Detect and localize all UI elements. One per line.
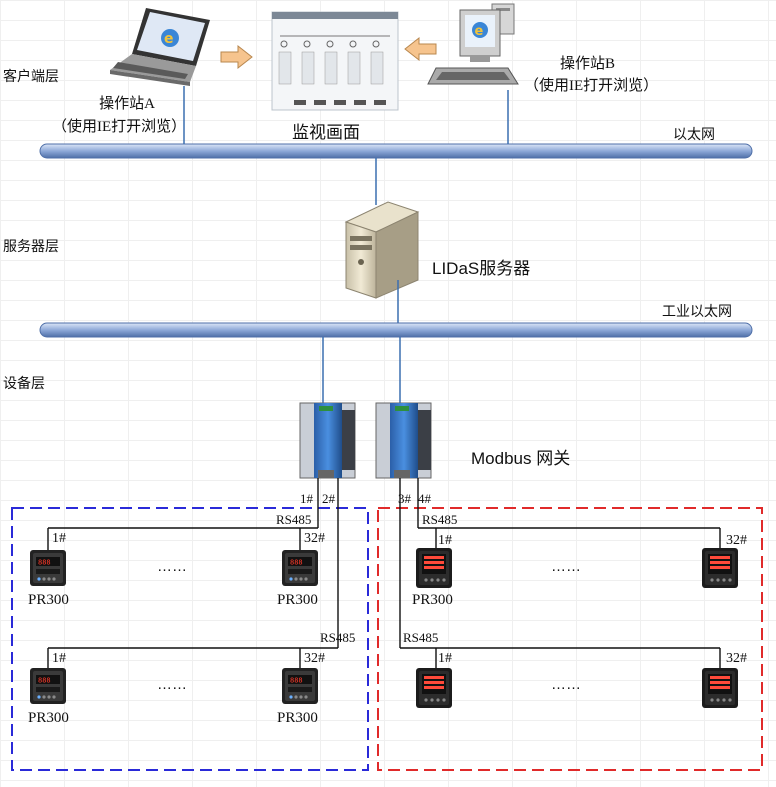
modbus-gateway-1-icon <box>299 402 356 479</box>
laptop-icon: e <box>110 8 210 86</box>
device-model-label: PR300 <box>412 592 453 608</box>
station-b-note: （使用IE打开浏览） <box>524 78 659 94</box>
ethernet-label: 以太网 <box>673 127 715 143</box>
industrial-ethernet-label: 工业以太网 <box>662 304 732 320</box>
pr300-meter-icon <box>282 668 318 704</box>
server-icon <box>344 201 420 299</box>
ellipsis: …… <box>551 558 581 575</box>
svg-text:e: e <box>475 24 484 39</box>
device-index-last: 32# <box>726 651 747 666</box>
device-index-last: 32# <box>304 531 325 546</box>
ellipsis: …… <box>157 676 187 693</box>
monitor-screen-image <box>271 11 399 111</box>
port-label: 1# <box>300 491 313 506</box>
meter-icon <box>702 548 738 588</box>
desktop-computer-icon: e <box>427 3 519 85</box>
station-b-name: 操作站B <box>560 56 616 72</box>
device-model-label: PR300 <box>277 710 318 726</box>
pr300-meter-icon <box>30 550 66 586</box>
port-label: 3# <box>398 491 411 506</box>
ellipsis: …… <box>551 676 581 693</box>
device-model-label: PR300 <box>28 592 69 608</box>
monitor-caption: 监视画面 <box>292 123 360 142</box>
rs485-label: RS485 <box>422 512 458 527</box>
server-label: LIDaS服务器 <box>432 259 531 278</box>
port-label: 4# <box>418 491 431 506</box>
client-layer-label: 客户端层 <box>3 69 59 85</box>
meter-icon <box>702 668 738 708</box>
rs485-label: RS485 <box>276 512 312 527</box>
ellipsis: …… <box>157 558 187 575</box>
svg-text:e: e <box>164 31 174 47</box>
right-device-group <box>377 507 763 771</box>
rs485-wiring <box>47 478 721 668</box>
pr300-meter-icon <box>282 550 318 586</box>
arrow-right-icon <box>220 44 253 70</box>
pr300-meter-icon <box>30 668 66 704</box>
ethernet-bus <box>39 143 753 159</box>
port-label: 2# <box>322 491 335 506</box>
station-a-name: 操作站A <box>99 96 155 112</box>
device-index-first: 1# <box>52 651 66 666</box>
rs485-label: RS485 <box>320 630 356 645</box>
station-a-note: （使用IE打开浏览） <box>52 119 187 135</box>
modbus-gateway-2-icon <box>375 402 432 479</box>
meter-icon <box>416 668 452 708</box>
device-index-first: 1# <box>438 651 452 666</box>
server-layer-label: 服务器层 <box>3 239 59 255</box>
device-index-last: 32# <box>726 533 747 548</box>
device-index-first: 1# <box>438 533 452 548</box>
device-index-first: 1# <box>52 531 66 546</box>
industrial-ethernet-bus <box>39 322 753 338</box>
left-device-group <box>11 507 369 771</box>
meter-icon <box>416 548 452 588</box>
device-index-last: 32# <box>304 651 325 666</box>
arrow-left-icon <box>404 36 437 62</box>
rs485-label: RS485 <box>403 630 439 645</box>
device-model-label: PR300 <box>277 592 318 608</box>
gateway-label: Modbus 网关 <box>471 449 571 468</box>
device-layer-label: 设备层 <box>3 376 45 392</box>
device-model-label: PR300 <box>28 710 69 726</box>
